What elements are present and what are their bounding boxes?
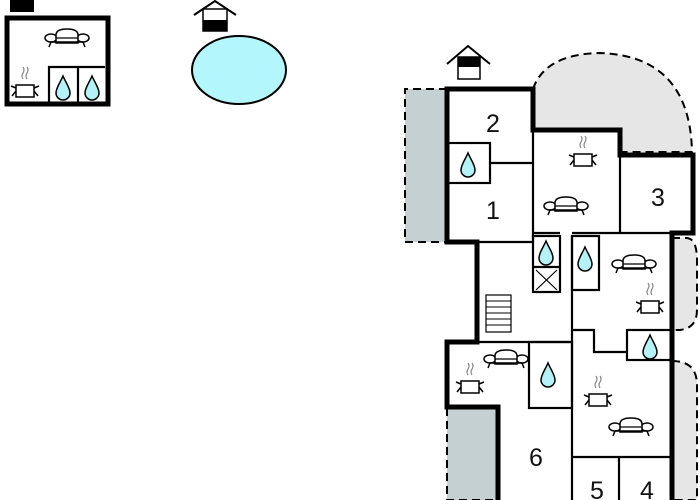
left-carport bbox=[404, 88, 447, 243]
carport-wall bbox=[444, 404, 501, 500]
bathroom-5 bbox=[527, 340, 574, 410]
wc-cross-icon bbox=[535, 269, 558, 291]
terrace-bottom-right bbox=[671, 359, 698, 500]
cooking-pot-icon bbox=[455, 362, 485, 394]
bathroom-2 bbox=[531, 234, 562, 294]
room-1-label: 1 bbox=[486, 197, 500, 225]
outbuilding-bath-walls bbox=[47, 65, 105, 102]
main-entrance-icon bbox=[446, 44, 491, 80]
water-drop-icon bbox=[460, 152, 476, 178]
terrace-right bbox=[671, 237, 698, 331]
water-drop-icon bbox=[538, 240, 554, 266]
water-drop-icon bbox=[642, 334, 658, 360]
bathroom-4 bbox=[625, 328, 674, 362]
room-6-label: 6 bbox=[529, 444, 543, 472]
outbuilding-entrance-icon bbox=[10, 0, 34, 12]
room-2-label: 2 bbox=[486, 110, 500, 138]
room-4-label: 4 bbox=[640, 477, 654, 500]
cooking-pot-icon bbox=[10, 66, 40, 98]
water-drop-icon bbox=[55, 75, 71, 101]
room-3-label: 3 bbox=[651, 184, 665, 212]
stairs-icon bbox=[485, 294, 512, 333]
main-house: 2 1 3 6 5 4 bbox=[444, 44, 696, 500]
water-drop-icon bbox=[84, 75, 100, 101]
cooking-pot-icon bbox=[568, 135, 598, 167]
sofa-icon bbox=[543, 196, 589, 216]
pool-area bbox=[191, 0, 287, 105]
interior-walls bbox=[477, 130, 693, 244]
sofa-icon bbox=[483, 349, 529, 369]
outdoor-areas bbox=[404, 51, 698, 500]
outbuilding-walls bbox=[4, 15, 111, 107]
cooking-pot-icon bbox=[635, 282, 665, 314]
pool bbox=[191, 35, 287, 105]
water-drop-icon bbox=[540, 362, 556, 388]
sofa-icon bbox=[44, 28, 90, 48]
terrace-top bbox=[532, 51, 694, 153]
cooking-pot-icon bbox=[583, 375, 613, 407]
pool-entrance-roof-icon bbox=[193, 0, 237, 16]
outbuilding bbox=[4, 0, 111, 107]
sofa-icon bbox=[608, 417, 654, 437]
pool-entrance-door bbox=[203, 20, 227, 31]
wall bbox=[572, 455, 672, 500]
lower-carport bbox=[446, 406, 499, 500]
exterior-walls bbox=[444, 86, 696, 500]
water-drop-icon bbox=[577, 246, 593, 272]
room-5-label: 5 bbox=[590, 477, 604, 500]
sofa-icon bbox=[611, 254, 657, 274]
